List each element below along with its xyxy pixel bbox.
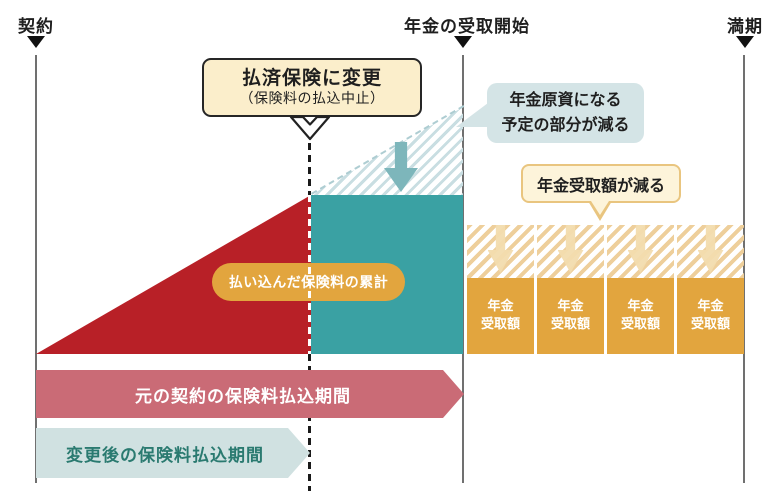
annuity-amount-block: 年金 受取額 (607, 278, 674, 354)
annuity-amount-block: 年金 受取額 (537, 278, 604, 354)
change-to-paidup-box: 払済保険に変更 （保険料の払込中止） (202, 58, 422, 117)
annuity-start-marker-icon (454, 36, 472, 48)
reduction-hatch-strip (607, 225, 674, 278)
reduction-hatch-strip (537, 225, 604, 278)
change-box-title: 払済保険に変更 (241, 66, 382, 89)
annuity-columns: 年金 受取額 年金 受取額 年金 受取額 (467, 225, 744, 354)
annuity-column: 年金 受取額 (467, 225, 534, 354)
reduction-arrow-icon (697, 225, 724, 273)
annuity-block-label-line2: 受取額 (480, 317, 520, 332)
annuity-start-line (462, 55, 464, 483)
annuity-block-label-line1: 年金 (627, 298, 654, 314)
annuity-start-label: 年金の受取開始 (404, 17, 530, 37)
benefit-callout-text: 年金受取額が減る (536, 175, 665, 195)
after-change-payment-period-band: 変更後の保険料払込期間 (36, 428, 310, 478)
annuity-column: 年金 受取額 (677, 225, 744, 354)
maturity-label: 満期 (727, 17, 763, 37)
contract-marker-icon (27, 36, 45, 48)
annuity-amount-block: 年金 受取額 (467, 278, 534, 354)
reduction-arrow-icon (627, 225, 654, 273)
reduction-hatch-strip (677, 225, 744, 278)
original-period-label: 元の契約の保険料払込期間 (135, 386, 351, 407)
change-dashed-line-bottom (308, 354, 311, 491)
annuity-block-label-line1: 年金 (487, 298, 514, 314)
maturity-marker-icon (736, 36, 754, 48)
reduction-hatch-strip (467, 225, 534, 278)
hollow-down-arrow-icon (289, 116, 331, 141)
fund-callout-line2: 予定の部分が減る (501, 115, 630, 134)
contract-line (35, 55, 37, 483)
change-box-subtitle: （保険料の払込中止） (239, 90, 385, 107)
fund-reduced-callout: 年金原資になる 予定の部分が減る (487, 83, 644, 143)
annuity-block-label-line1: 年金 (557, 298, 584, 314)
contract-label: 契約 (18, 17, 54, 37)
annuity-block-label-line2: 受取額 (550, 317, 590, 332)
annuity-column: 年金 受取額 (607, 225, 674, 354)
change-dashed-line-middle (308, 195, 311, 354)
annuity-column: 年金 受取額 (537, 225, 604, 354)
annuity-block-label-line2: 受取額 (690, 317, 730, 332)
maturity-line (743, 55, 745, 483)
annuity-amount-block: 年金 受取額 (677, 278, 744, 354)
reduction-arrow-icon (557, 225, 584, 273)
after-change-period-label: 変更後の保険料払込期間 (66, 445, 264, 466)
reduction-arrow-icon (487, 225, 514, 273)
change-dashed-line-top (308, 131, 311, 195)
benefit-reduced-callout: 年金受取額が減る (521, 164, 681, 203)
annuity-block-label-line2: 受取額 (620, 317, 660, 332)
annuity-block-label-line1: 年金 (697, 298, 724, 314)
original-payment-period-band: 元の契約の保険料払込期間 (36, 370, 464, 418)
fund-callout-line1: 年金原資になる (509, 90, 622, 110)
